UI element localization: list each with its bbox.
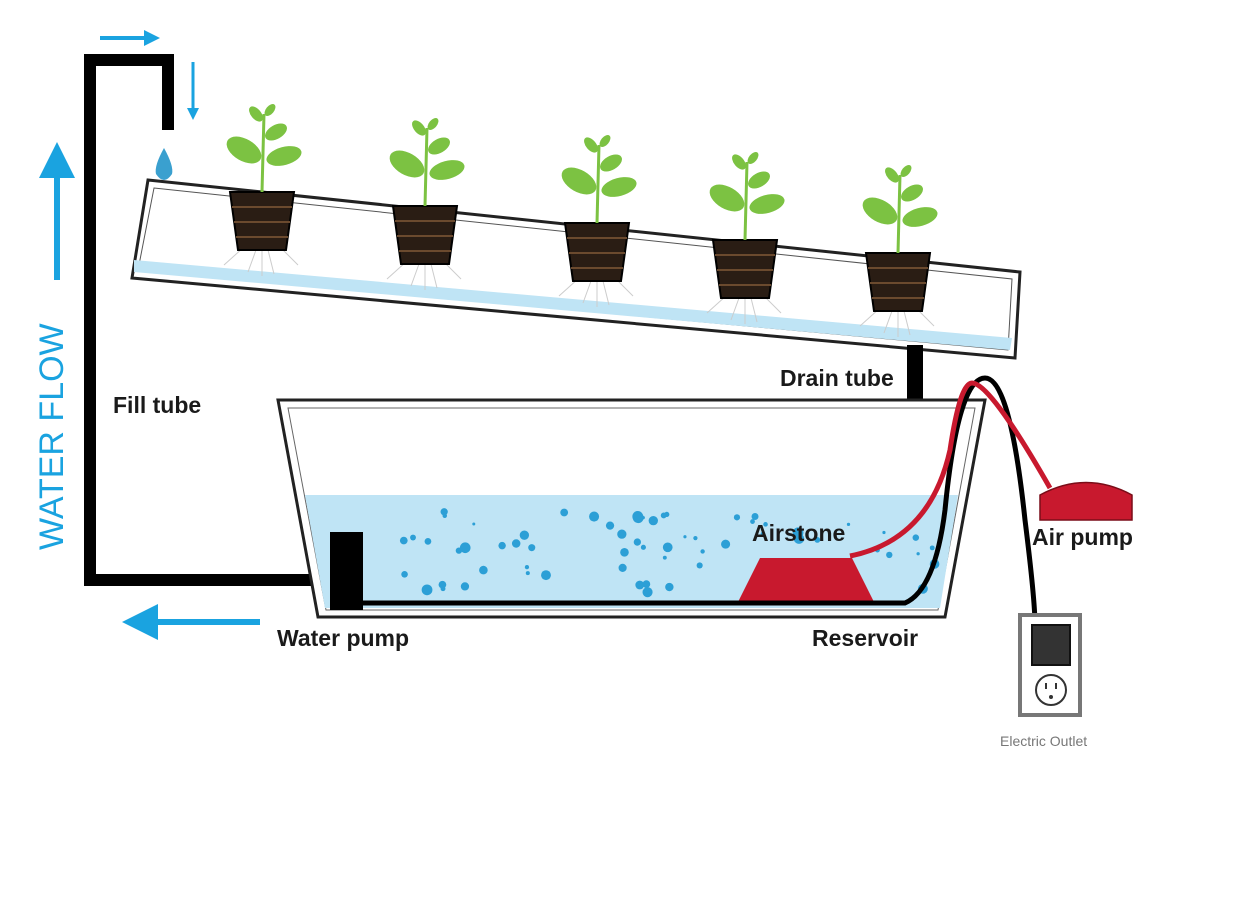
air-bubble (886, 551, 893, 559)
air-bubble (589, 511, 600, 522)
air-bubble (618, 563, 627, 572)
plant-in-net-pot (859, 165, 938, 337)
air-bubble (442, 513, 447, 519)
drain-tube-label: Drain tube (780, 365, 894, 391)
air-bubble (733, 514, 741, 521)
air-bubble (642, 587, 653, 598)
air-bubble (912, 534, 920, 541)
air-bubble (660, 512, 667, 519)
air-bubble (399, 536, 408, 545)
reservoir (276, 398, 987, 619)
air-bubble (440, 508, 448, 516)
air-bubble (721, 539, 731, 549)
air-bubble (541, 570, 551, 581)
plant-in-net-pot (223, 104, 302, 276)
air-bubble (916, 552, 920, 556)
air-pump (1039, 481, 1133, 521)
air-bubble (665, 582, 674, 592)
air-pump-label: Air pump (1032, 524, 1133, 550)
air-bubble (455, 547, 463, 554)
air-bubble (763, 522, 768, 527)
plant-in-net-pot (706, 152, 785, 324)
fill-tube (84, 54, 340, 586)
airstone (737, 558, 875, 604)
air-bubble (459, 542, 471, 554)
air-bubble (511, 539, 521, 548)
air-bubble (683, 535, 687, 539)
air-bubble (498, 541, 506, 550)
plant-in-net-pot (558, 135, 637, 307)
drain-tube (907, 345, 923, 411)
electric-outlet-icon (1018, 613, 1082, 717)
air-bubble (882, 530, 886, 535)
air-bubble (929, 545, 935, 551)
air-bubble (525, 571, 530, 576)
air-bubble (528, 544, 536, 552)
air-bubble (424, 537, 432, 545)
power-cord (363, 375, 1038, 626)
air-bubble (693, 535, 698, 541)
air-bubble (472, 522, 476, 526)
air-bubble (662, 555, 667, 560)
air-bubble (421, 584, 433, 596)
air-bubble (560, 508, 569, 517)
air-bubble (410, 534, 416, 541)
air-bubble (662, 542, 673, 553)
air-bubble (620, 547, 629, 557)
reservoir-label: Reservoir (812, 625, 918, 651)
air-bubble (617, 529, 627, 539)
plant-in-net-pot (386, 118, 465, 290)
air-bubble (438, 580, 447, 589)
air-bubble (696, 562, 703, 569)
air-bubble (846, 522, 851, 526)
air-bubble (750, 519, 755, 524)
air-bubble (700, 549, 705, 554)
air-bubble (479, 565, 488, 575)
air-bubble (519, 530, 530, 540)
water-pump (330, 532, 363, 610)
air-bubble (635, 580, 645, 590)
air-bubble (605, 521, 615, 530)
air-bubble (642, 580, 651, 588)
air-bubble (648, 515, 658, 526)
air-bubble (440, 586, 446, 592)
air-bubble (793, 533, 805, 544)
air-bubble (633, 538, 642, 546)
air-bubble (760, 531, 765, 537)
water-drop-icon (155, 148, 173, 180)
air-bubble (460, 582, 470, 591)
water-pump-label: Water pump (277, 625, 409, 651)
air-bubble (632, 511, 644, 522)
airstone-label: Airstone (752, 520, 845, 546)
air-bubble (640, 544, 646, 550)
electric-outlet-label: Electric Outlet (1000, 733, 1087, 749)
channel-water (134, 260, 1012, 350)
fill-tube-label: Fill tube (113, 392, 201, 418)
air-bubble (814, 536, 821, 543)
air-bubble (751, 513, 759, 521)
air-bubble (401, 570, 408, 578)
water-flow-label: WATER FLOW (33, 323, 71, 550)
air-tube (849, 380, 1053, 559)
air-bubble (524, 564, 530, 570)
